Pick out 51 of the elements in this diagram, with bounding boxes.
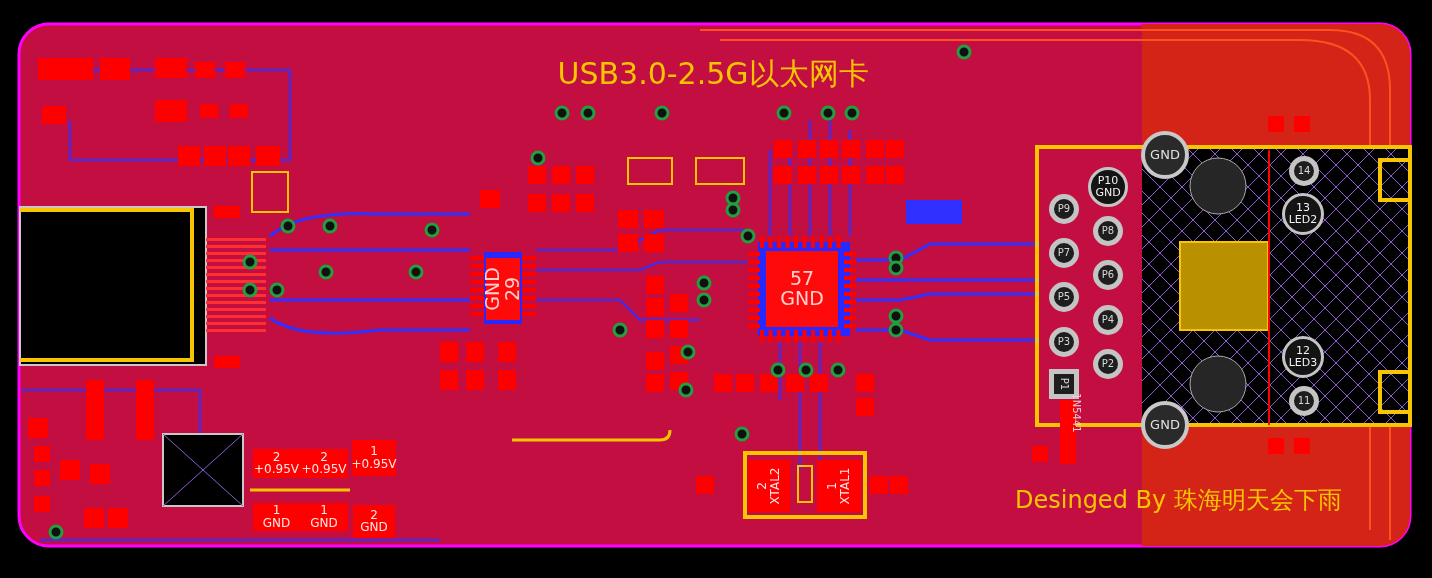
pin-label: LED3: [1288, 357, 1318, 369]
pin-label: 12: [1296, 345, 1310, 357]
pin-label: 13: [1296, 202, 1310, 214]
pad-label: GND: [1150, 418, 1180, 432]
pad-label: GND: [1150, 148, 1180, 162]
pin-label: P8: [1101, 225, 1115, 237]
pad-label: XTAL2: [769, 467, 782, 505]
pad-label: +0.95V: [254, 463, 299, 477]
solder-pad: [353, 505, 395, 538]
pin-label: P2: [1101, 358, 1115, 370]
pad-label: 2: [370, 508, 378, 522]
solder-pad: [817, 460, 861, 512]
pad-label: 1: [826, 482, 839, 490]
pad-label: XTAL1: [839, 467, 852, 505]
pad-label: 57: [789, 269, 815, 289]
pin-label: P3: [1057, 336, 1071, 348]
pad-label: GND: [310, 517, 338, 530]
pin-label: P5: [1057, 291, 1071, 303]
exposed-pad: [766, 251, 838, 327]
pin-label: P1: [1058, 377, 1070, 391]
pad-label: 2: [756, 482, 769, 490]
pin-label: P4: [1101, 314, 1115, 326]
solder-pad: [253, 503, 300, 531]
pad-label: 1: [272, 504, 281, 517]
solder-pad: [253, 449, 300, 478]
pad-label: 29: [503, 276, 523, 302]
pad-label: +0.95V: [301, 463, 347, 477]
pad-label: GND: [483, 267, 503, 311]
pad-label: GND: [360, 521, 388, 535]
solder-pad: [748, 460, 790, 512]
pin-label: P10: [1097, 175, 1119, 187]
solder-pad: [300, 503, 348, 531]
pad-label: 2: [320, 450, 328, 464]
designer-credit: Desinged By 珠海明天会下雨: [1015, 488, 1342, 512]
solder-pad: [300, 449, 348, 478]
pin-label: 14: [1297, 165, 1311, 177]
pad-label: 2: [272, 450, 281, 464]
pin-label: P7: [1057, 247, 1071, 259]
exposed-pad: [486, 258, 520, 320]
pin-label: GND: [1095, 187, 1121, 199]
pin-label: 11: [1297, 395, 1311, 407]
solder-pad: [352, 440, 396, 476]
pad-label: +0.95V: [351, 458, 397, 471]
pad-label: 1: [370, 445, 378, 458]
pin-label: P9: [1057, 203, 1071, 215]
board-title: USB3.0-2.5G以太网卡: [557, 55, 869, 93]
pin-label: LED2: [1288, 214, 1318, 226]
pad-label: 1: [320, 504, 328, 517]
pin-label: P6: [1101, 269, 1115, 281]
pad-label: GND: [262, 517, 291, 530]
pad-label: GND: [780, 289, 824, 309]
